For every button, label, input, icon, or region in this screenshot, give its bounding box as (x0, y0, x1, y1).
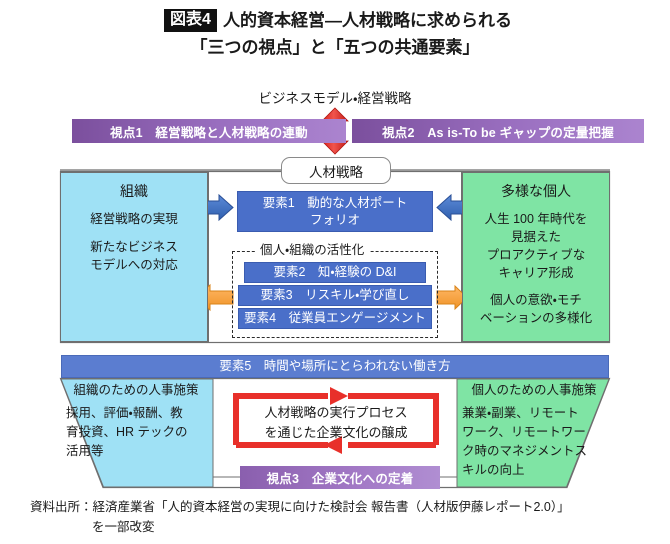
orange-arrow-right-icon (436, 284, 468, 311)
viewpoint-2-bar[interactable]: 視点2 As is-To be ギャップの定量把握 (352, 119, 644, 143)
element-1-box[interactable]: 要素1 動的な人材ポート フォリオ (237, 191, 433, 232)
element-1-label-2: フォリオ (309, 212, 360, 227)
individual-hr-policy-body-1: 兼業・副業、リモート (462, 406, 579, 420)
culture-cycle-line-2: を通じた企業文化の醸成 (264, 425, 408, 440)
element-3-box[interactable]: 要素3 リスキル・学び直し (238, 285, 432, 306)
individuals-line-2a: 個人の意欲・モチ (490, 293, 582, 307)
organization-line-2: 新たなビジネス モデルへの対応 (61, 238, 207, 274)
title-line-1: 図表4 人的資本経営―人材戦略に求められる (0, 8, 670, 34)
culture-cycle-line-1: 人材戦略の実行プロセス (264, 405, 408, 420)
individuals-line-1d: キャリア形成 (498, 266, 574, 280)
source-line-1: 資料出所：経済産業省「人的資本経営の実現に向けた検討会 報告書（人材版伊藤レポー… (30, 500, 570, 514)
org-hr-policy-body: 採用、評価・報酬、教 育投資、HR テックの 活用等 (60, 404, 212, 461)
individuals-line-2b: ベーションの多様化 (479, 311, 593, 325)
individual-hr-policy-body-4: キルの向上 (462, 463, 525, 477)
source-line-2: を一部改変 (92, 520, 155, 534)
org-hr-policy-body-3: 活用等 (66, 444, 104, 458)
business-model-label: ビジネスモデル・経営戦略 (258, 91, 412, 106)
individuals-heading: 多様な個人 (501, 183, 571, 199)
viewpoint-3-bar[interactable]: 視点3 企業文化への定着 (240, 466, 440, 489)
individuals-line-1a: 人生 100 年時代を (484, 212, 588, 226)
organization-line-1: 経営戦略の実現 (90, 212, 178, 226)
org-hr-policy-body-1: 採用、評価・報酬、教 (66, 406, 183, 420)
individuals-panel: 多様な個人 人生 100 年時代を 見据えた プロアクティブな キャリア形成 個… (462, 172, 610, 342)
page-title: 図表4 人的資本経営―人材戦略に求められる 「三つの視点」と「五つの共通要素」 (0, 8, 670, 61)
element-4-box[interactable]: 要素4 従業員エンゲージメント (238, 308, 432, 329)
title-main-text: 人的資本経営―人材戦略に求められる (222, 11, 512, 30)
figure-number-tag: 図表4 (164, 9, 217, 32)
red-cycle-arrowheads (324, 387, 348, 454)
individual-hr-policy-body-3: ク時のマネジメントス (462, 444, 588, 458)
talent-strategy-pill: 人材戦略 (281, 157, 391, 184)
organization-line-2b: モデルへの対応 (90, 258, 178, 272)
culture-cycle-text: 人材戦略の実行プロセス を通じた企業文化の醸成 (238, 403, 434, 443)
individuals-line-1: 人生 100 年時代を 見据えた プロアクティブな キャリア形成 (463, 210, 609, 282)
element-1-label: 要素1 動的な人材ポート (262, 195, 408, 210)
organization-line-2a: 新たなビジネス (90, 240, 178, 254)
source-note: 資料出所：経済産業省「人的資本経営の実現に向けた検討会 報告書（人材版伊藤レポー… (30, 497, 655, 537)
element-5-box[interactable]: 要素5 時間や場所にとらわれない働き方 (61, 355, 609, 378)
individuals-line-1b: 見据えた (510, 230, 561, 244)
element-2-box[interactable]: 要素2 知・経験の D&I (244, 262, 426, 283)
viewpoint-1-bar[interactable]: 視点1 経営戦略と人材戦略の連動 (72, 119, 346, 143)
org-hr-policy-text: 組織のための人事施策 採用、評価・報酬、教 育投資、HR テックの 活用等 (60, 381, 212, 461)
individual-hr-policy-body: 兼業・副業、リモート ワーク、リモートワー ク時のマネジメントス キルの向上 (458, 404, 610, 480)
organization-panel: 組織 経営戦略の実現 新たなビジネス モデルへの対応 (60, 172, 208, 342)
individual-hr-policy-heading: 個人のための人事施策 (471, 383, 597, 397)
individuals-line-2: 個人の意欲・モチ ベーションの多様化 (463, 291, 609, 327)
red-cycle-arrow-icon (233, 393, 439, 448)
activation-label: 個人・組織の活性化 (255, 242, 370, 258)
organization-heading: 組織 (120, 183, 148, 199)
org-hr-policy-heading: 組織のための人事施策 (73, 383, 199, 397)
individuals-line-1c: プロアクティブな (486, 248, 586, 262)
individual-hr-policy-text: 個人のための人事施策 兼業・副業、リモート ワーク、リモートワー ク時のマネジメ… (458, 381, 610, 480)
title-line-2: 「三つの視点」と「五つの共通要素」 (190, 38, 480, 57)
individual-hr-policy-body-2: ワーク、リモートワー (462, 425, 586, 439)
org-hr-policy-body-2: 育投資、HR テックの (66, 425, 188, 439)
